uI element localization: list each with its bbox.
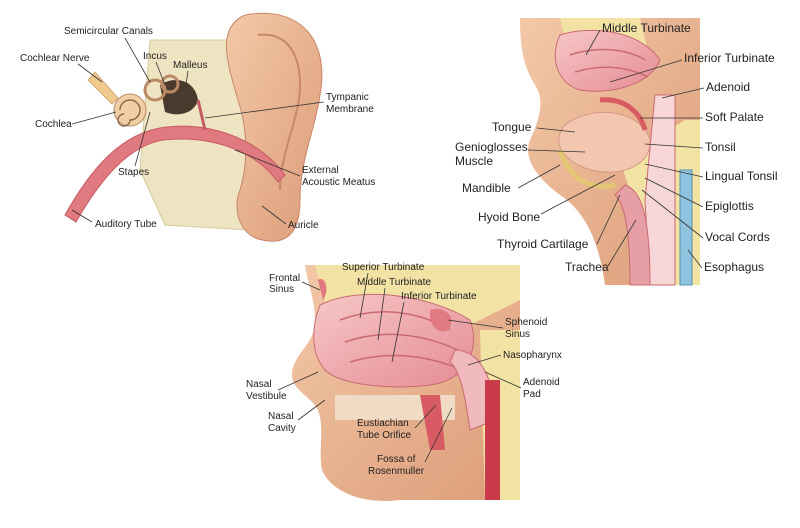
leader-genioglosses bbox=[527, 149, 586, 153]
label-nasal-vestibule-1: Nasal bbox=[246, 379, 272, 390]
leader-vocal-cords bbox=[641, 189, 704, 239]
throat-illustration bbox=[520, 18, 700, 286]
leader-fossa bbox=[424, 407, 453, 463]
label-genioglosses-2: Muscle bbox=[455, 154, 493, 168]
leader-eustachian bbox=[414, 404, 437, 429]
leader-middle-turbinate-throat bbox=[585, 29, 601, 56]
leader-tympanic-membrane bbox=[204, 101, 325, 119]
label-vocal-cords: Vocal Cords bbox=[705, 230, 770, 244]
ear-diagram: Semicircular Canals Cochlear Nerve Incus… bbox=[20, 12, 375, 242]
label-trachea: Trachea bbox=[565, 260, 609, 274]
leader-external-meatus bbox=[234, 149, 301, 177]
leader-inferior-turbinate-nose bbox=[391, 301, 405, 363]
leader-nasal-cavity bbox=[297, 399, 326, 421]
leader-adenoid-pad bbox=[484, 371, 522, 389]
label-superior-turbinate: Superior Turbinate bbox=[342, 262, 425, 273]
leader-inferior-turbinate-throat bbox=[609, 59, 683, 83]
leader-malleus bbox=[184, 70, 189, 93]
label-fossa-1: Fossa of bbox=[377, 454, 416, 465]
label-eustachian-2: Tube Orifice bbox=[357, 430, 412, 441]
label-incus: Incus bbox=[143, 51, 167, 62]
leader-epiglottis bbox=[644, 177, 704, 208]
leader-nasopharynx bbox=[467, 354, 502, 366]
label-adenoid-pad-1: Adenoid bbox=[523, 377, 560, 388]
label-middle-turbinate-throat: Middle Turbinate bbox=[602, 21, 691, 35]
label-middle-turbinate-nose: Middle Turbinate bbox=[357, 277, 431, 288]
label-esophagus: Esophagus bbox=[704, 260, 764, 274]
label-frontal-sinus-2: Sinus bbox=[269, 284, 294, 295]
label-malleus: Malleus bbox=[173, 60, 207, 71]
leader-thyroid-cartilage bbox=[596, 194, 621, 245]
label-fossa-2: Rosenmuller bbox=[368, 466, 425, 477]
leader-adenoid-throat bbox=[661, 87, 705, 99]
label-mandible: Mandible bbox=[462, 181, 511, 195]
label-cochlear-nerve: Cochlear Nerve bbox=[20, 53, 90, 64]
leader-tonsil bbox=[644, 143, 704, 149]
label-soft-palate: Soft Palate bbox=[705, 110, 764, 124]
leader-auditory-tube bbox=[71, 209, 93, 223]
label-eustachian-1: Eustiachian bbox=[357, 418, 409, 429]
label-tympanic-membrane-2: Membrane bbox=[326, 104, 374, 115]
leader-auricle bbox=[261, 205, 287, 225]
label-adenoid-throat: Adenoid bbox=[706, 80, 750, 94]
ear-illustration bbox=[64, 12, 323, 242]
label-epiglottis: Epiglottis bbox=[705, 199, 754, 213]
leader-trachea bbox=[607, 219, 637, 267]
label-thyroid-cartilage: Thyroid Cartilage bbox=[497, 237, 589, 251]
label-inferior-turbinate-throat: Inferior Turbinate bbox=[684, 51, 775, 65]
leader-stapes bbox=[134, 111, 151, 167]
label-stapes: Stapes bbox=[118, 167, 149, 178]
label-auricle: Auricle bbox=[288, 220, 319, 231]
leader-semicircular-canals bbox=[124, 37, 151, 83]
leader-mandible bbox=[517, 164, 561, 189]
label-nasal-cavity-2: Cavity bbox=[268, 423, 296, 434]
leader-nasal-vestibule bbox=[277, 371, 319, 391]
nose-diagram: Superior Turbinate Frontal Sinus Middle … bbox=[246, 262, 562, 501]
label-genioglosses-1: Genioglosses bbox=[455, 140, 528, 154]
label-semicircular-canals: Semicircular Canals bbox=[64, 26, 153, 37]
label-hyoid-bone: Hyoid Bone bbox=[478, 210, 540, 224]
label-nasal-cavity-1: Nasal bbox=[268, 411, 294, 422]
label-sphenoid-sinus-1: Sphenoid bbox=[505, 317, 547, 328]
leader-hyoid-bone bbox=[540, 174, 616, 215]
label-frontal-sinus-1: Frontal bbox=[269, 273, 300, 284]
leader-frontal-sinus bbox=[301, 281, 321, 291]
label-tympanic-membrane-1: Tympanic bbox=[326, 92, 369, 103]
throat-diagram: Middle Turbinate Inferior Turbinate Aden… bbox=[455, 18, 778, 286]
leader-tongue bbox=[536, 127, 576, 133]
label-nasopharynx: Nasopharynx bbox=[503, 350, 562, 361]
leader-cochlear-nerve bbox=[77, 63, 103, 83]
leader-cochlea bbox=[71, 111, 117, 125]
nose-illustration bbox=[291, 265, 520, 501]
leader-lingual-tonsil bbox=[644, 163, 704, 178]
label-lingual-tonsil: Lingual Tonsil bbox=[705, 169, 778, 183]
leader-incus bbox=[155, 61, 166, 86]
label-adenoid-pad-2: Pad bbox=[523, 389, 541, 400]
label-tonsil: Tonsil bbox=[705, 140, 736, 154]
label-cochlea: Cochlea bbox=[35, 119, 72, 130]
label-tongue: Tongue bbox=[492, 120, 532, 134]
leader-esophagus bbox=[687, 249, 703, 269]
label-nasal-vestibule-2: Vestibule bbox=[246, 391, 287, 402]
label-external-meatus-2: Acoustic Meatus bbox=[302, 177, 375, 188]
leader-middle-turbinate-nose bbox=[377, 287, 386, 341]
leader-sphenoid-sinus bbox=[447, 319, 504, 329]
label-external-meatus-1: External bbox=[302, 165, 339, 176]
label-inferior-turbinate-nose: Inferior Turbinate bbox=[401, 291, 477, 302]
leader-superior-turbinate bbox=[359, 272, 369, 319]
label-auditory-tube: Auditory Tube bbox=[95, 219, 157, 230]
label-sphenoid-sinus-2: Sinus bbox=[505, 329, 530, 340]
